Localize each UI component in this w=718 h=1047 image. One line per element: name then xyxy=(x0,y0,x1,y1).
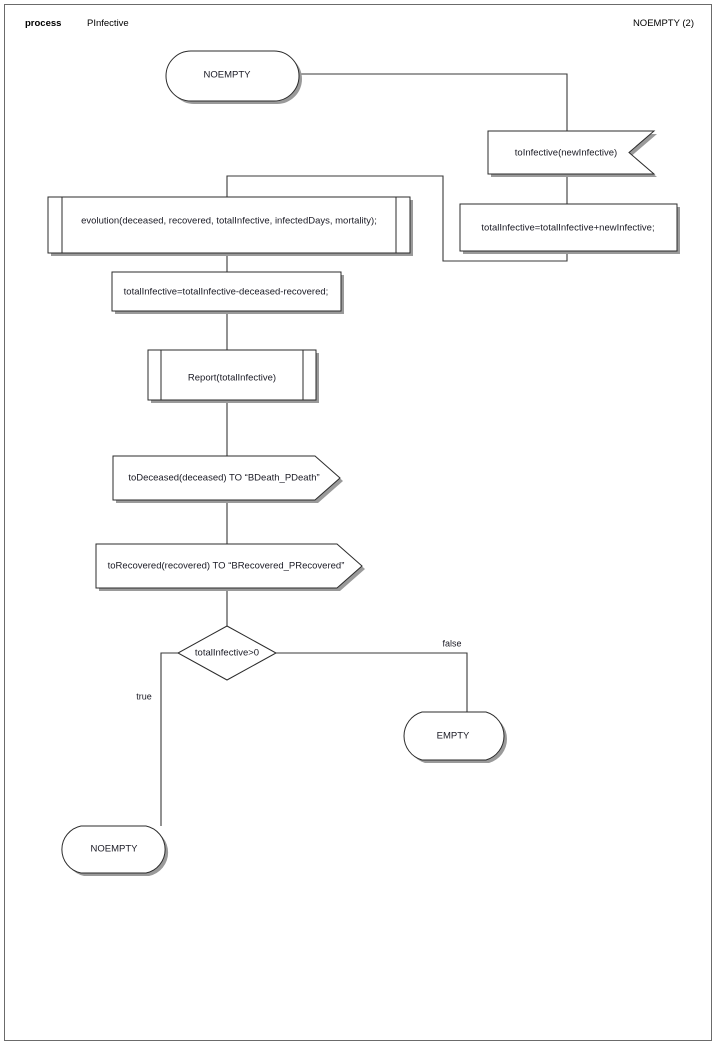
end-noempty-label: NOEMPTY xyxy=(91,844,139,855)
node-assign-sub[interactable]: totalInfective=totalInfective-deceased-r… xyxy=(111,271,344,314)
evolution-label: evolution(deceased, recovered, totalInfe… xyxy=(81,216,377,227)
connectors xyxy=(160,73,568,826)
start-terminator-label: NOEMPTY xyxy=(204,70,252,81)
node-send-recovered[interactable]: toRecovered(recovered) TO “BRecovered_PR… xyxy=(95,543,365,591)
header-kind-label: process xyxy=(25,18,62,29)
node-evolution[interactable]: evolution(deceased, recovered, totalInfe… xyxy=(47,196,413,256)
node-send-death[interactable]: toDeceased(deceased) TO “BDeath_PDeath” xyxy=(112,455,343,503)
evolution-shape xyxy=(47,196,411,254)
header-state-label: NOEMPTY (2) xyxy=(632,18,694,29)
send-death-shape xyxy=(112,455,341,501)
decision-label: totalInfective>0 xyxy=(195,648,259,659)
assign-sub-label: totalInfective=totalInfective-deceased-r… xyxy=(124,287,329,298)
assign-add-shape xyxy=(459,203,678,252)
assign-sub-shape xyxy=(111,271,342,312)
edge-label-false: false xyxy=(442,638,461,648)
edge-label-true: true xyxy=(136,691,152,701)
node-assign-add[interactable]: totalInfective=totalInfective+newInfecti… xyxy=(459,203,680,254)
edge-assign-add-to-evolution xyxy=(226,175,568,262)
node-receive-signal[interactable]: toInfective(newInfective) xyxy=(487,130,657,177)
receive-signal-shape xyxy=(487,130,656,175)
send-death-label: toDeceased(deceased) TO “BDeath_PDeath” xyxy=(128,473,319,484)
send-recovered-shape xyxy=(95,543,363,589)
receive-signal-label: toInfective(newInfective) xyxy=(515,148,617,159)
edge-decision-true-to-noempty xyxy=(160,652,178,826)
report-label: Report(totalInfective) xyxy=(188,373,276,384)
node-report[interactable]: Report(totalInfective) xyxy=(147,349,319,403)
node-end-empty[interactable]: EMPTY xyxy=(403,711,507,763)
end-empty-label: EMPTY xyxy=(437,731,470,742)
report-shape xyxy=(147,349,317,401)
edge-decision-false-to-empty xyxy=(276,652,468,712)
end-noempty-shape xyxy=(61,825,166,874)
assign-add-label: totalInfective=totalInfective+newInfecti… xyxy=(481,223,654,234)
node-end-noempty[interactable]: NOEMPTY xyxy=(61,825,169,876)
decision-shape xyxy=(176,625,278,681)
header-process-name: PInfective xyxy=(87,18,129,29)
send-recovered-label: toRecovered(recovered) TO “BRecovered_PR… xyxy=(108,561,345,572)
start-terminator-shape xyxy=(165,50,300,102)
edge-start-to-receive xyxy=(286,73,568,131)
end-empty-shape xyxy=(403,711,505,761)
node-start-terminator[interactable]: NOEMPTY xyxy=(165,50,302,104)
node-decision[interactable]: totalInfective>0 xyxy=(176,625,278,681)
